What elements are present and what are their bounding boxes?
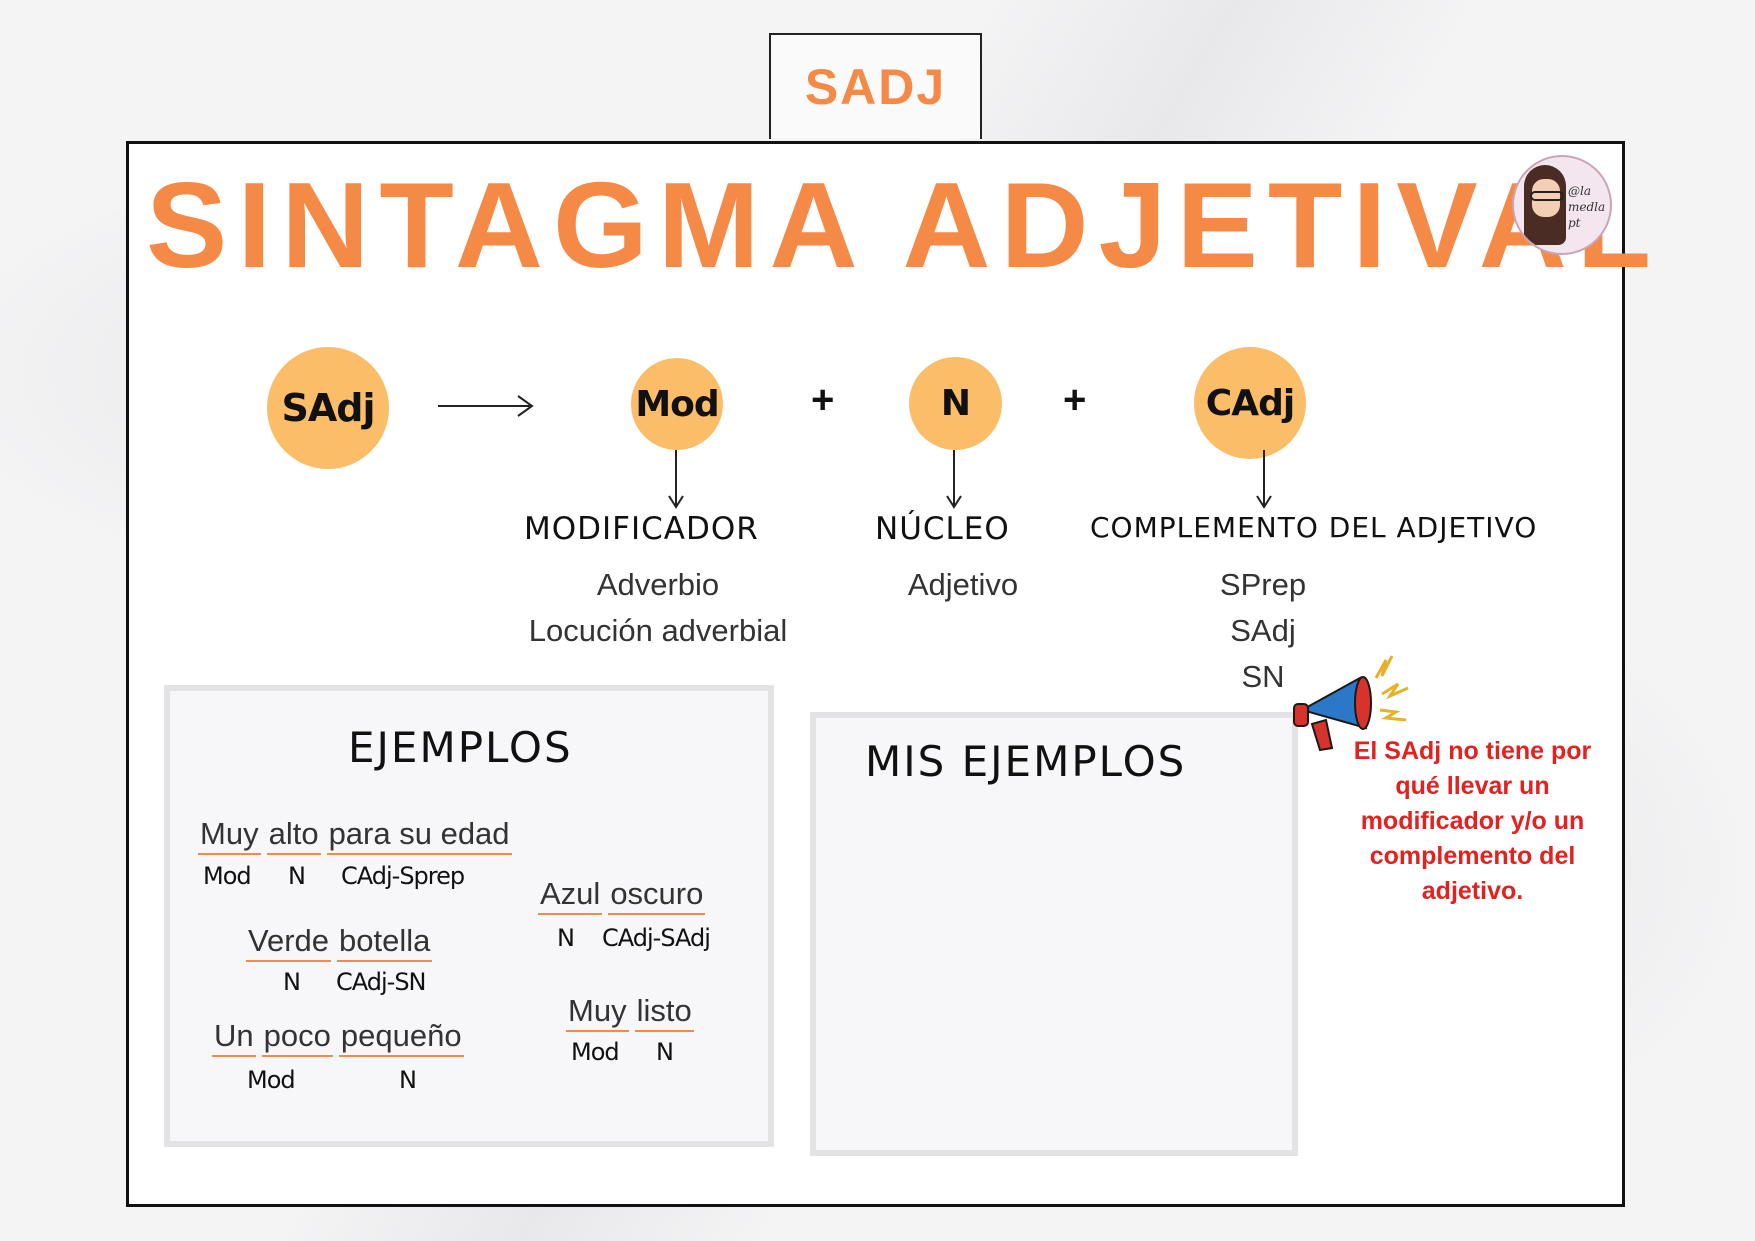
example-label: N xyxy=(656,1038,674,1066)
cadj-circle: CAdj xyxy=(1194,347,1306,459)
example-label: Mod xyxy=(247,1066,296,1094)
cadj-type: SPrep xyxy=(1219,567,1307,602)
header-tab-label: SADJ xyxy=(804,59,947,115)
avatar-handle: @la medla pt xyxy=(1568,184,1606,230)
examples-title: EJEMPLOS xyxy=(348,723,573,772)
mod-type: Adverbio xyxy=(596,567,720,602)
mod-type: Locución adverbial xyxy=(528,613,788,648)
author-avatar: @la medla pt xyxy=(1512,155,1612,255)
sadj-circle: SAdj xyxy=(267,347,389,469)
my-examples-title: MIS EJEMPLOS xyxy=(865,737,1187,786)
cadj-type: SN xyxy=(1241,659,1285,694)
mod-circle-label: Mod xyxy=(635,383,719,425)
avatar-face xyxy=(1532,179,1560,217)
page-title: SINTAGMA ADJETIVAL xyxy=(146,157,1662,293)
arrow-down-icon xyxy=(668,450,684,509)
glasses-icon xyxy=(1530,191,1564,201)
category-nucleo: NÚCLEO xyxy=(875,511,1010,547)
plus-sign-2: + xyxy=(1063,378,1087,422)
mod-circle: Mod xyxy=(631,358,723,450)
cadj-circle-label: CAdj xyxy=(1205,382,1295,424)
n-circle: N xyxy=(909,357,1002,450)
sadj-circle-label: SAdj xyxy=(281,386,375,430)
n-type: Adjetivo xyxy=(907,567,1019,602)
category-modificador: MODIFICADOR xyxy=(524,511,759,547)
category-complemento: COMPLEMENTO DEL ADJETIVO xyxy=(1090,511,1538,544)
header-tab: SADJ xyxy=(769,33,982,139)
cadj-type: SAdj xyxy=(1230,613,1296,648)
examples-box xyxy=(164,685,774,1147)
example-label: CAdj-Sprep xyxy=(341,862,465,890)
example-label: N xyxy=(288,862,306,890)
example-label: N xyxy=(283,968,301,996)
example-label: Mod xyxy=(571,1038,620,1066)
example-label: N xyxy=(399,1066,417,1094)
arrow-down-icon xyxy=(946,450,962,509)
plus-sign-1: + xyxy=(811,378,835,422)
example-label: CAdj-SAdj xyxy=(602,924,711,952)
megaphone-icon xyxy=(1293,655,1409,752)
arrow-right-icon xyxy=(438,395,534,417)
note-text: El SAdj no tiene por qué llevar un modif… xyxy=(1353,737,1592,905)
example-label: CAdj-SN xyxy=(336,968,427,996)
arrow-down-icon xyxy=(1256,450,1272,509)
my-examples-box xyxy=(810,712,1298,1156)
example-label: N xyxy=(557,924,575,952)
example-label: Mod xyxy=(203,862,252,890)
n-circle-label: N xyxy=(940,383,971,424)
